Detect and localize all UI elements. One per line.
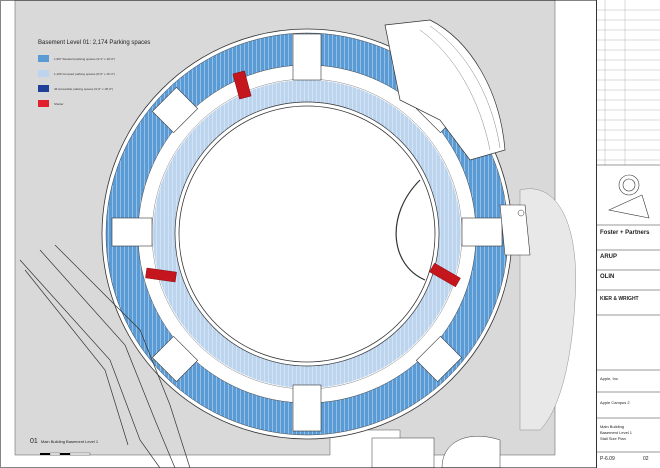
contractor-name: KIER & WRIGHT	[600, 296, 639, 302]
title-block-grid	[597, 0, 660, 453]
north-east-building	[384, 19, 506, 161]
architect-name: Foster + Partners	[600, 230, 650, 236]
key-plan-icon	[608, 174, 650, 219]
legend-item-standard: 1,997 Standard parking spaces (9'-0" x 1…	[38, 55, 198, 62]
parking-band-inner	[153, 80, 461, 388]
drawing-title-line-3: Stall Size Plan	[600, 436, 626, 441]
drawing-number: P-6.09	[600, 456, 615, 462]
revision-number: 02	[643, 456, 649, 462]
drawing-title-line-1: Main Building	[600, 424, 625, 429]
caption-number: 01	[30, 438, 38, 445]
shelters	[145, 70, 461, 288]
project-name: Apple Campus 2	[600, 400, 630, 405]
legend-item-compact: 1,109 Compact parking spaces (8'-6" x 16…	[38, 70, 198, 77]
southwest-access-road	[19, 244, 191, 468]
courtyard-right	[519, 188, 576, 431]
parking-legend: Basement Level 01: 2,174 Parking spaces …	[38, 40, 198, 115]
caption-text: Main Building Basement Level 1	[40, 439, 99, 444]
legend-swatch-accessible	[38, 85, 49, 92]
drawing-caption: 01 Main Building Basement Level 1	[30, 438, 98, 445]
legend-swatch-shelter	[38, 100, 49, 107]
drawing-title-line-2: Basement Level 1	[600, 430, 633, 435]
north-marker	[517, 209, 525, 217]
engineer-name: ARUP	[600, 254, 618, 260]
detail-inset-b	[441, 436, 501, 468]
landscape-name: OLIN	[600, 274, 615, 280]
legend-title: Basement Level 01: 2,174 Parking spaces	[38, 40, 151, 46]
east-entrance	[499, 204, 531, 256]
detail-inset-a	[371, 437, 435, 468]
legend-swatch-standard	[38, 55, 49, 62]
legend-item-shelter: Shelter	[38, 100, 198, 107]
inner-courtyard	[178, 105, 436, 363]
scale-bar	[40, 452, 91, 456]
client-name: Apple, Inc.	[600, 376, 619, 381]
legend-item-accessible: 46 Accessible parking spaces (9'-0" x 18…	[38, 85, 198, 92]
inner-ramp	[395, 179, 426, 281]
legend-swatch-compact	[38, 70, 49, 77]
title-block: Foster + Partners ARUP OLIN KIER & WRIGH…	[596, 0, 660, 468]
